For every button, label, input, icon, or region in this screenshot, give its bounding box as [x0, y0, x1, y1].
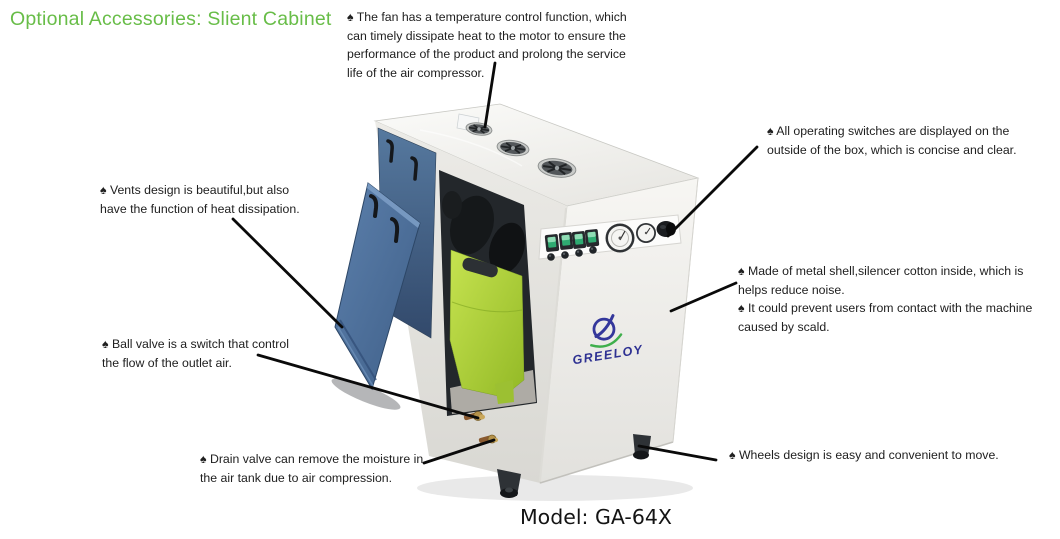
panel-handle-slot-1: [386, 139, 394, 163]
caster-front: [497, 469, 521, 498]
rocker-switches: [544, 229, 600, 252]
callout-text-fan: ♠ The fan has a temperature control func…: [347, 10, 627, 80]
callout-line-drain-valve: [422, 438, 496, 465]
door-groove-dark: [339, 319, 377, 381]
callout-line-switches: [666, 145, 759, 238]
door-shadow: [331, 378, 401, 410]
door-top-edge: [367, 183, 420, 228]
control-panel: [538, 214, 682, 261]
callout-lines: [231, 61, 759, 465]
panel-knobs: [547, 246, 597, 261]
motor-seam: [451, 301, 523, 313]
callout-line-ball-valve: [256, 353, 480, 420]
top-reflection: [419, 129, 523, 167]
motor-handle-slot: [462, 257, 498, 278]
door-vent-slot-2: [390, 217, 400, 243]
motor-part: [442, 191, 462, 219]
model-label: Model: GA-64X: [520, 505, 672, 529]
callout-line-vents: [231, 217, 344, 329]
motor-foot: [495, 380, 514, 404]
door-vent-slot-1: [369, 194, 379, 218]
fan-grilles: [456, 113, 577, 178]
callout-text-drain-valve: ♠ Drain valve can remove the moisture in…: [200, 452, 424, 485]
callout-line-wheels: [637, 444, 718, 462]
callout-text-ball-valve: ♠ Ball valve is a switch that control th…: [102, 337, 289, 370]
compressor-cabinet: GREELOY: [331, 103, 700, 501]
pressure-gauge-large: [605, 223, 635, 253]
fan-grille-3: [537, 158, 577, 178]
pressure-gauge-small: [636, 223, 656, 243]
callout-line-shell: [669, 281, 738, 313]
callout-text-shell: ♠ Made of metal shell,silencer cotton in…: [738, 264, 1033, 334]
open-compartment: [439, 170, 537, 416]
callout-line-fan: [483, 61, 497, 129]
fan-grille-2: [496, 139, 530, 157]
page-title: Optional Accessories: Slient Cabinet: [10, 8, 332, 30]
callout-text-vents: ♠ Vents design is beautiful,but also hav…: [100, 183, 300, 216]
door-groove-light: [337, 326, 374, 387]
cabinet-shadow: [417, 475, 693, 501]
logo-ring: [592, 317, 616, 341]
callout-text-switches: ♠ All operating switches are displayed o…: [767, 124, 1017, 157]
callout-text-wheels: ♠ Wheels design is easy and convenient t…: [729, 448, 999, 462]
logo-swoosh-blue: [594, 314, 615, 338]
cabinet-door: [331, 182, 421, 410]
motor-head-2: [488, 222, 526, 274]
panel-handle-slot-2: [410, 156, 418, 181]
back-right-edge: [672, 177, 699, 443]
logo-swoosh-green: [590, 333, 623, 348]
